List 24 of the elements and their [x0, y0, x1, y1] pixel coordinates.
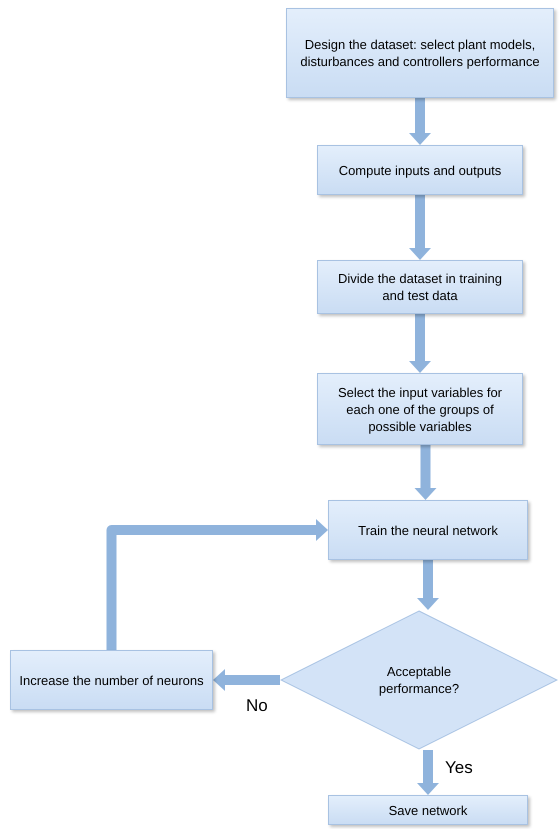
block-arrow: [106, 519, 328, 650]
node-text: Select the input variables for each one of the groups of possible variables: [336, 384, 504, 434]
process-box: [317, 373, 523, 445]
block-arrow: [213, 669, 280, 691]
node-text: Divide the dataset in training and test data: [336, 270, 504, 304]
process-box: [317, 145, 523, 195]
block-arrow: [414, 445, 436, 500]
node-text: Train the neural network: [358, 522, 498, 538]
block-arrow: [417, 560, 439, 610]
process-box: [328, 500, 528, 560]
process-box: [317, 260, 523, 314]
node-text: Design the dataset: select plant models, disturbances and controllers performance: [299, 36, 541, 70]
node-text: Compute inputs and outputs: [338, 162, 502, 178]
block-arrow: [409, 98, 431, 145]
process-box: [286, 8, 554, 98]
node-text: Increase the number of neurons: [19, 672, 204, 688]
decision-diamond: [280, 610, 558, 750]
process-box: [328, 795, 528, 825]
block-arrow: [409, 314, 431, 373]
process-box: [10, 650, 213, 710]
block-arrow: [409, 195, 431, 260]
block-arrow: [417, 750, 439, 795]
node-text: Acceptable performance?: [378, 663, 460, 697]
node-text: Save network: [388, 802, 468, 818]
